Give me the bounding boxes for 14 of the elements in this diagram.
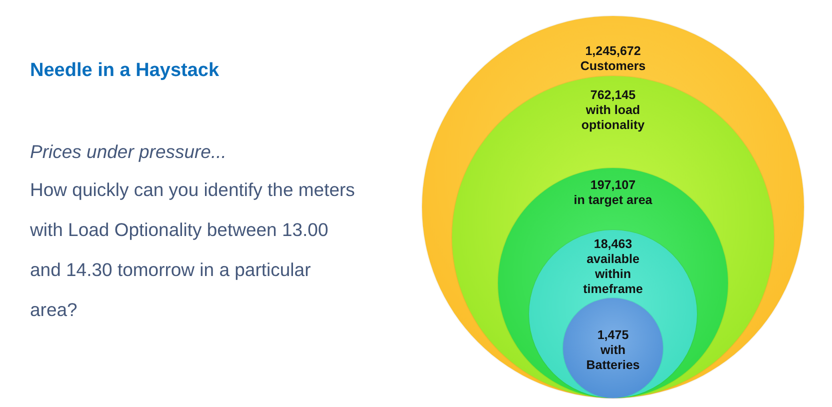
- subtitle: Prices under pressure...: [30, 140, 228, 164]
- category-label: in target area: [572, 193, 654, 208]
- category-label: Customers: [579, 59, 647, 74]
- heading: Needle in a Haystack: [30, 60, 220, 82]
- circle: [563, 298, 663, 398]
- count-label: 762,145: [589, 88, 637, 103]
- category-label: with load optionality: [580, 103, 646, 133]
- count-label: 1,245,672: [584, 44, 642, 59]
- count-label: 197,107: [589, 178, 637, 193]
- count-label: 18,463: [592, 237, 634, 252]
- count-label: 1,475: [596, 328, 630, 343]
- category-label: available within timeframe: [582, 252, 644, 297]
- body-text: How quickly can you identify the meters with Load Optionality between 13.00 and 14.30 tomorrow in a particular area?: [30, 178, 355, 322]
- category-label: with Batteries: [585, 343, 641, 373]
